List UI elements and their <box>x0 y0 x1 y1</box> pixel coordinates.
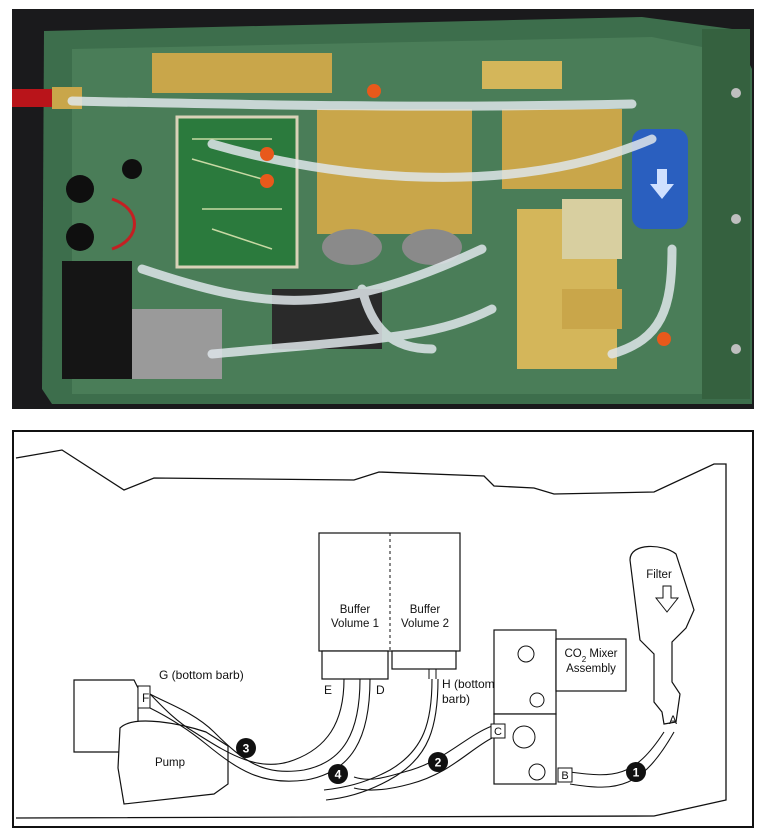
port-c-label: C <box>494 726 502 738</box>
port-b-box <box>557 767 573 783</box>
co2-mixer-label-line2: Assembly <box>566 663 616 675</box>
port-h-label-line2: barb) <box>442 692 470 706</box>
port-d-label: D <box>376 683 385 697</box>
co2-mixer-label-mixer: Mixer <box>586 648 617 660</box>
port-h-label-line1: H (bottom <box>442 677 495 691</box>
tube-marker-4: 4 <box>328 764 348 784</box>
svg-text:1: 1 <box>633 766 640 780</box>
port-e-label: E <box>324 683 332 697</box>
device-photo <box>12 9 754 409</box>
port-f-label: F <box>142 691 149 705</box>
filter-label: Filter <box>646 569 672 581</box>
pneumatic-diagram: Buffer Volume 1 Buffer Volume 2 CO2 Mixe… <box>12 430 754 828</box>
port-a-label: A <box>669 713 677 727</box>
pump-label: Pump <box>155 757 185 769</box>
port-c-box <box>490 723 506 739</box>
buffer-volume-1-label-line2: Volume 1 <box>331 618 379 630</box>
buffer-volume-2-label-line2: Volume 2 <box>401 618 449 630</box>
buffer-volume-2-label-line1: Buffer <box>410 604 441 616</box>
svg-text:3: 3 <box>243 742 250 756</box>
co2-mixer-label-co: CO <box>564 648 581 660</box>
port-b-label: B <box>561 770 568 782</box>
enclosure-outline <box>15 449 727 819</box>
co2-mixer-assembly-block <box>493 629 627 785</box>
co2-mixer-label-line1: CO2 Mixer <box>564 648 617 664</box>
diagram-drawing: Buffer Volume 1 Buffer Volume 2 CO2 Mixe… <box>15 449 727 819</box>
tube-marker-3: 3 <box>236 738 256 758</box>
tube-marker-2: 2 <box>428 752 448 772</box>
pump-assembly <box>73 679 229 805</box>
tube-marker-1: 1 <box>626 762 646 782</box>
svg-text:4: 4 <box>335 768 342 782</box>
buffer-volume-1-label-line1: Buffer <box>340 604 371 616</box>
buffer-volume-assembly <box>318 532 461 680</box>
port-g-label: G (bottom barb) <box>159 668 244 682</box>
co2-mixer-label-subscript: 2 <box>582 655 587 664</box>
tubing <box>149 678 675 801</box>
filter-assembly <box>629 545 695 725</box>
svg-text:2: 2 <box>435 756 442 770</box>
device-photo-drawing <box>12 9 754 409</box>
